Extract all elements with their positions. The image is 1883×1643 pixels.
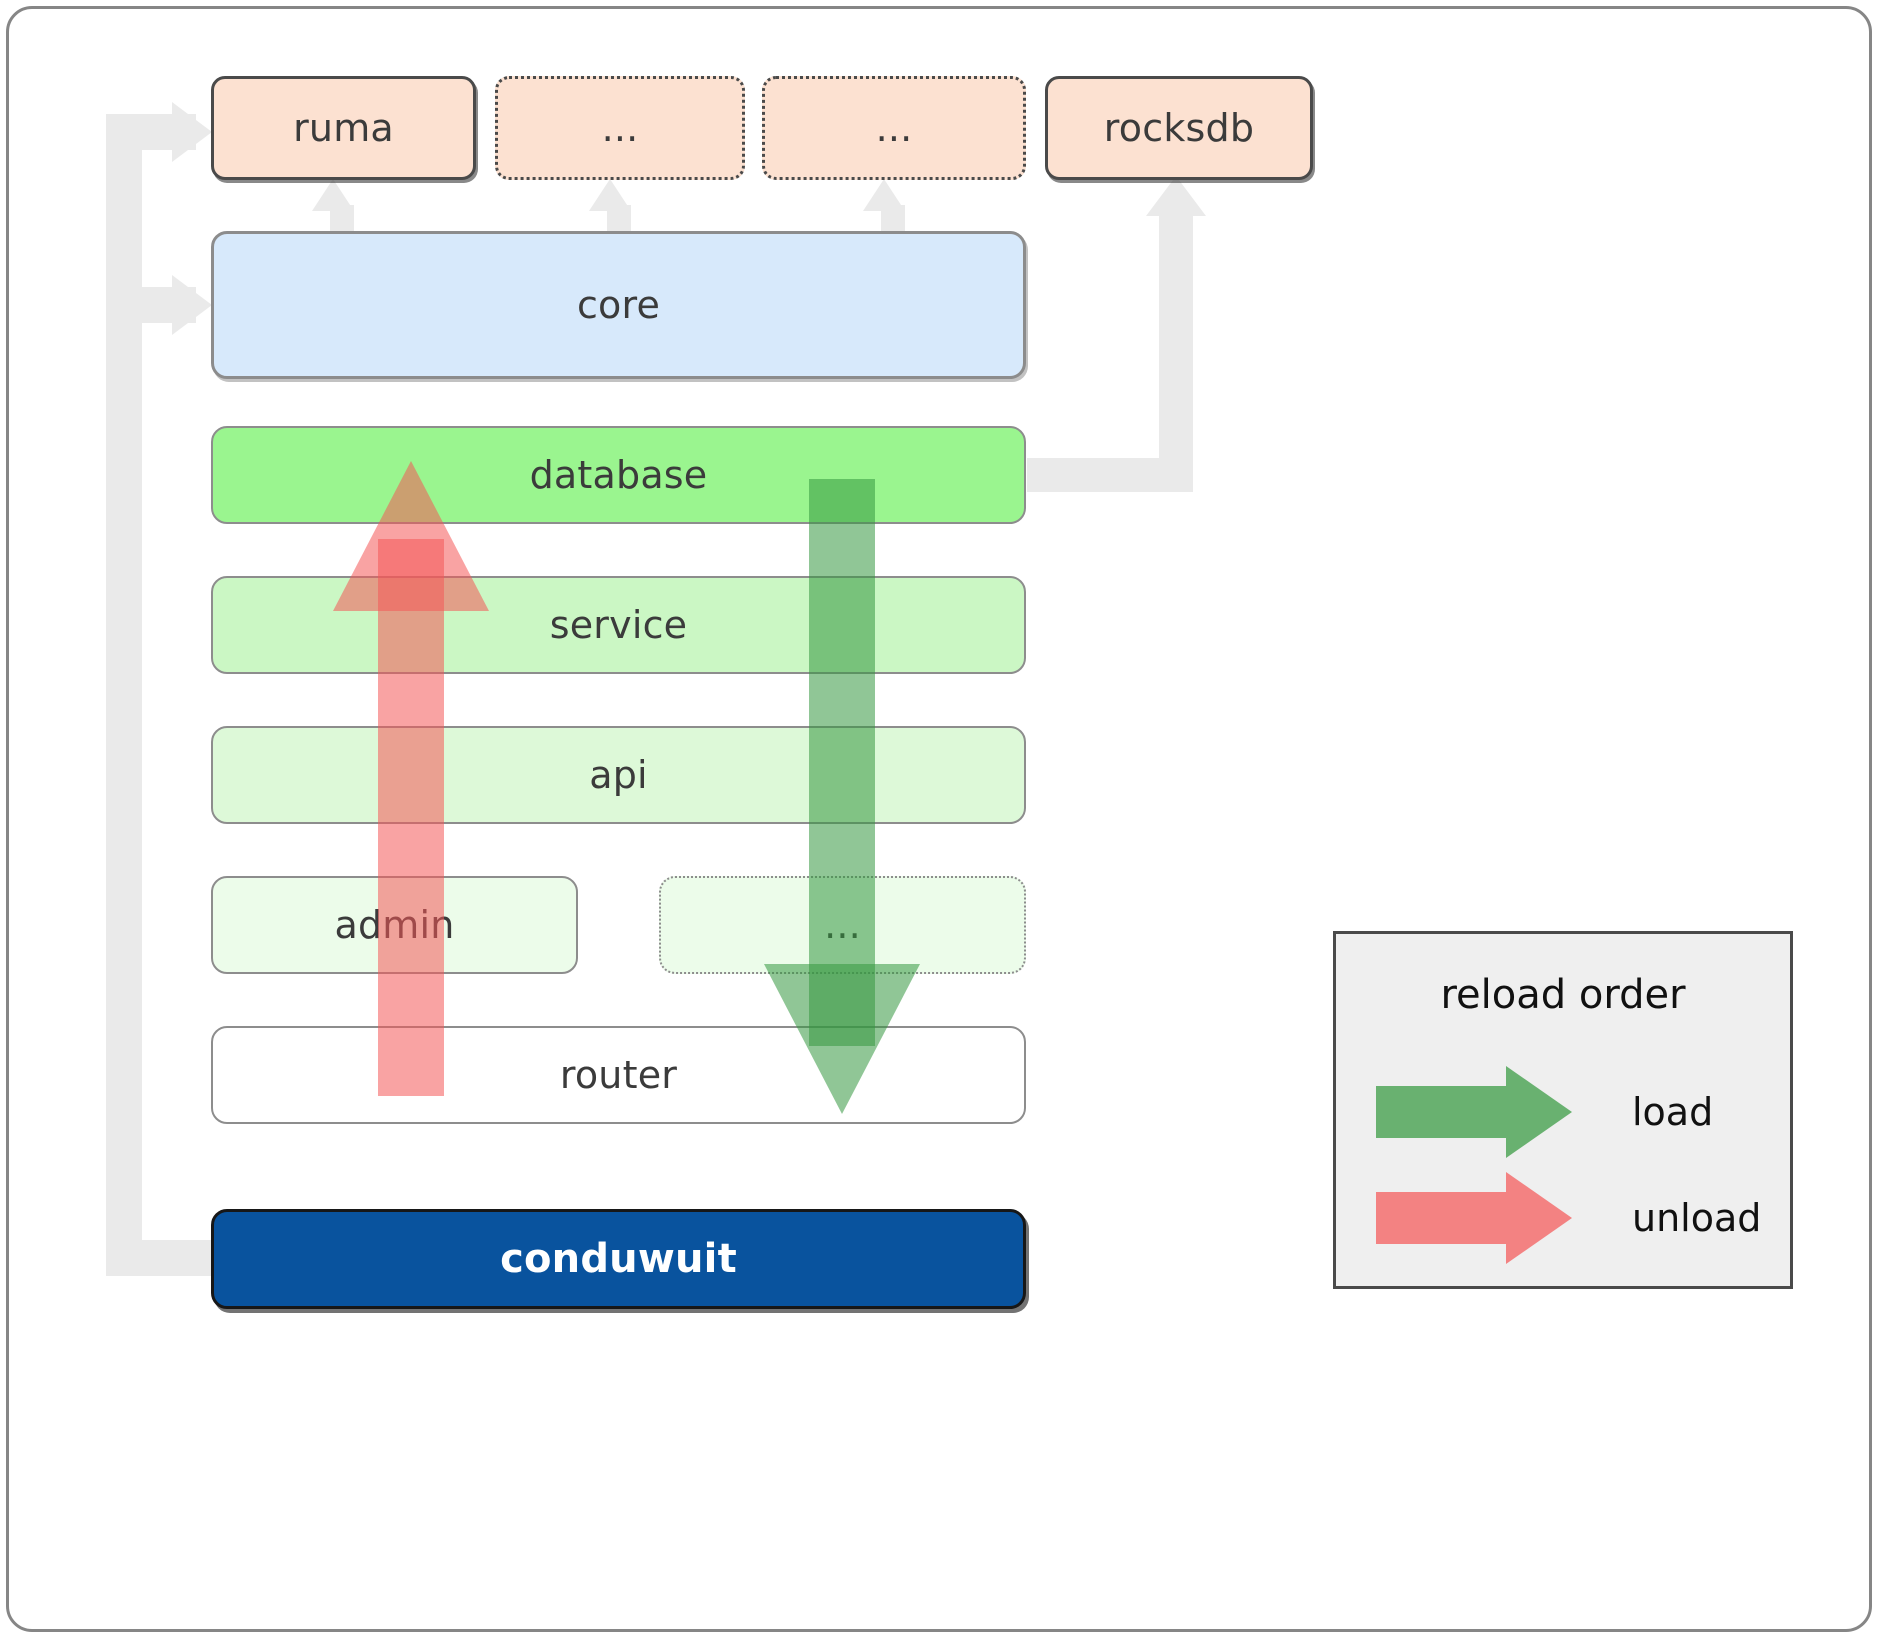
connector-arrowhead-rocksdb [1146,176,1206,216]
legend-item-unload: unload [1376,1172,1761,1264]
legend-load-label: load [1632,1090,1714,1134]
unload-arrow-shaft [378,539,444,1096]
legend-title: reload order [1440,972,1686,1018]
legend-item-load: load [1376,1066,1713,1158]
connector-database-to-rocksdb-vertical [1159,214,1193,492]
node-rocksdb-label: rocksdb [1103,106,1255,150]
connector-arrowhead-ruma [172,102,212,162]
legend-panel: reload order load unload [1333,931,1793,1289]
unload-arrow-head [333,461,489,611]
connector-core-to-ellipsis2-head [863,179,905,211]
legend-load-arrow-shaft [1376,1086,1506,1138]
legend-unload-arrow-shaft [1376,1192,1506,1244]
node-core[interactable]: core [211,231,1026,379]
node-ruma-label: ruma [293,106,394,150]
node-database-label: database [529,453,708,497]
node-ruma[interactable]: ruma [211,76,476,180]
diagram-canvas: ruma ... ... rocksdb core database servi… [6,6,1872,1632]
node-ellipsis-2-label: ... [875,106,913,150]
node-rocksdb[interactable]: rocksdb [1045,76,1313,180]
node-ellipsis-1[interactable]: ... [495,76,745,180]
legend-unload-arrow-head [1506,1172,1572,1264]
node-conduwuit[interactable]: conduwuit [211,1209,1026,1309]
legend-unload-label: unload [1632,1196,1762,1240]
legend-load-arrow-head [1506,1066,1572,1158]
node-ellipsis-1-label: ... [601,106,639,150]
load-arrow-shaft [809,479,875,1046]
node-api[interactable]: api [211,726,1026,824]
node-service-label: service [549,603,688,647]
node-ellipsis-2[interactable]: ... [762,76,1026,180]
connector-arrowhead-core [172,275,212,335]
node-api-label: api [589,753,648,797]
load-arrow-head [764,964,920,1114]
connector-core-to-ruma-head [312,179,354,211]
node-core-label: core [576,283,661,327]
node-conduwuit-label: conduwuit [500,1236,737,1282]
node-router-label: router [559,1053,678,1097]
connector-core-to-ellipsis1-head [589,179,631,211]
